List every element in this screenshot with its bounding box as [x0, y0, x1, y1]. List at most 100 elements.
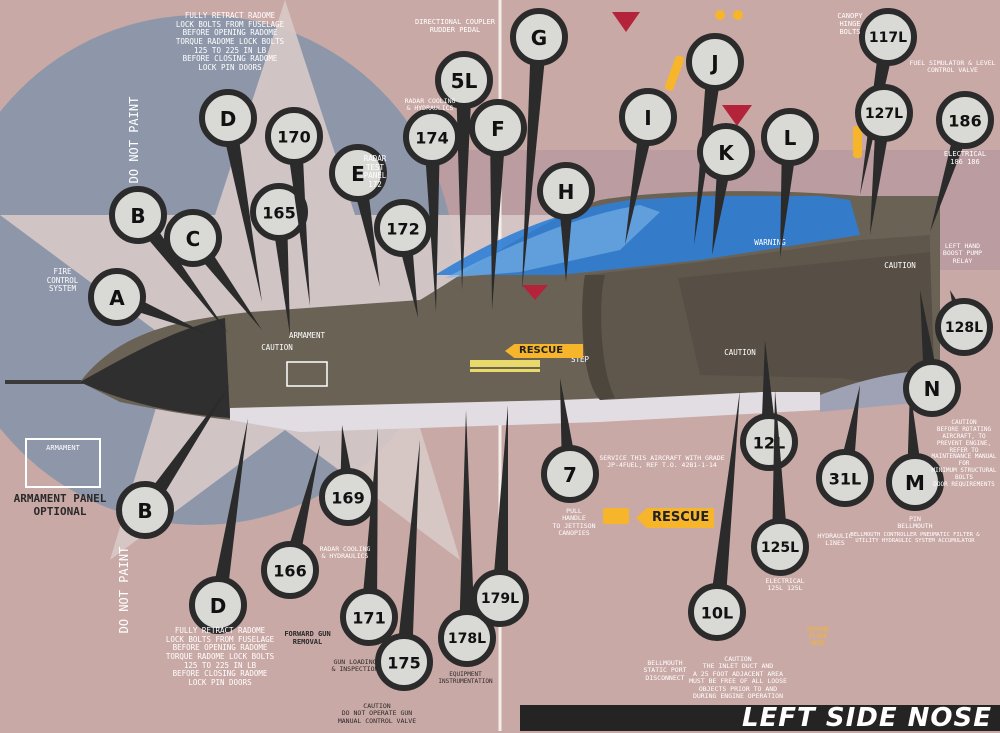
pin-bellmouth-text: PIN BELLMOUTH — [897, 515, 933, 531]
callout-pointer — [424, 136, 440, 312]
callout-pointer — [625, 115, 656, 245]
callout-bubble — [374, 199, 432, 257]
callout-label: A — [109, 286, 125, 310]
callout-label: 10L — [701, 604, 733, 623]
callout-label: 5L — [451, 69, 478, 93]
service-aircraft-text: SERVICE THIS AIRCRAFT WITH GRADE JP-4FUE… — [599, 454, 725, 470]
d-top-text: FULLY RETRACT RADOME LOCK BOLTS FROM FUS… — [175, 11, 285, 72]
callout-pointer — [709, 390, 740, 613]
caution-n-text: CAUTION BEFORE ROTATING AIRCRAFT, TO PRE… — [931, 419, 997, 489]
callout-bubble — [816, 449, 874, 507]
do-not-paint-bottom: DO NOT PAINT — [117, 546, 131, 634]
callout-bubble — [265, 107, 323, 165]
callout-bubble — [116, 481, 174, 539]
callout-bubble — [510, 8, 568, 66]
callout-bubble — [261, 541, 319, 599]
callout-label: 179L — [481, 591, 519, 607]
callout-pointer — [492, 405, 508, 599]
callout-pointer — [396, 440, 420, 663]
callout-bubble — [903, 359, 961, 417]
callout-bubble — [935, 298, 993, 356]
callout-bubble — [936, 91, 994, 149]
callout-bubble — [88, 268, 146, 326]
bellmouth-controller-text: BELLMOUTH CONTROLLER PNEUMATIC FILTER & … — [850, 532, 980, 545]
callout-bubble — [199, 89, 257, 147]
callout-bubble — [761, 108, 819, 166]
callout-bubble — [619, 88, 677, 146]
callout-pointer — [282, 445, 320, 572]
radar-cooling-text: RADAR COOLING & HYDRAULICS — [319, 545, 371, 561]
callout-bubble — [740, 413, 798, 471]
jettison-handle-icon — [603, 508, 629, 524]
callout-label: 171 — [352, 609, 385, 628]
callout-label: 7 — [563, 463, 577, 487]
pull-handle-text: PULL HANDLE TO JETTISON CANOPIES — [552, 507, 596, 538]
callout-bubble — [109, 186, 167, 244]
callout-bubble — [164, 209, 222, 267]
callout-label: H — [558, 180, 575, 204]
callout-bubble — [537, 162, 595, 220]
danger-markers — [612, 10, 862, 158]
caution-175-text: CAUTION DO NOT OPERATE GUN MANUAL CONTRO… — [337, 702, 417, 725]
callout-pointer — [271, 211, 290, 335]
callout-pointer — [772, 390, 788, 548]
callout-label: 165 — [262, 204, 295, 223]
callout-pointer — [459, 410, 475, 639]
title-banner: LEFT SIDE NOSE — [520, 705, 1000, 731]
callout-bubble — [859, 8, 917, 66]
callout-label: 170 — [277, 128, 310, 147]
callout-bubble — [438, 609, 496, 667]
gun-loading-text: GUN LOADING & INSPECTION — [331, 658, 379, 674]
callout-bubble — [855, 84, 913, 142]
callout-label: J — [709, 51, 718, 75]
rescue-label-large: RESCUE — [652, 510, 710, 525]
callout-label: B — [137, 499, 152, 523]
callout-label: 31L — [829, 470, 861, 489]
callout-label: C — [186, 227, 201, 251]
boost-pump-text: LEFT HAND BOOST PUMP RELAY — [942, 242, 983, 265]
rescue-label: RESCUE — [519, 345, 564, 356]
callout-label: 125L — [761, 540, 799, 556]
fuel-simulator-text: FUEL SIMULATOR & LEVEL CONTROL VALVE — [909, 59, 996, 75]
callout-label: 175 — [387, 654, 420, 673]
fire-control-text: FIRE CONTROL SYSTEM — [46, 267, 79, 294]
callout-bubble — [541, 445, 599, 503]
callout-label: 127L — [865, 106, 903, 122]
svg-text:CAUTION: CAUTION — [884, 261, 916, 270]
callout-label: M — [905, 471, 925, 495]
svg-text:WARNING: WARNING — [754, 238, 786, 247]
callout-label: K — [718, 141, 735, 165]
callout-label: E — [351, 162, 365, 186]
callout-label: 12L — [753, 434, 785, 453]
callout-label: D — [220, 107, 237, 131]
callout-bubble — [688, 583, 746, 641]
callout-label: 174 — [415, 129, 448, 148]
ground-here-text: GROUND PLANE HERE — [807, 626, 829, 647]
callout-label: G — [531, 26, 547, 50]
callout-label: 178L — [448, 631, 486, 647]
callout-label: F — [491, 117, 505, 141]
callout-pointer — [361, 428, 378, 618]
callout-bubble — [189, 576, 247, 634]
fuselage-stencils: CAUTION ARMAMENT CAUTION CAUTION WARNING… — [261, 238, 916, 364]
callout-label: 186 — [948, 112, 981, 131]
svg-text:CAUTION: CAUTION — [724, 348, 756, 357]
callout-pointer — [286, 135, 310, 306]
callout-pointer — [870, 112, 892, 235]
rescue-arrow-fuselage: RESCUE — [505, 344, 583, 358]
armament-panel-optional-text: ARMAMENT PANEL OPTIONAL — [13, 492, 107, 518]
forward-gun-removal-text: FORWARD GUN REMOVAL — [284, 630, 331, 647]
hydraulic-lines-text: HYDRAULIC LINES — [817, 532, 853, 548]
callout-label: L — [784, 126, 797, 150]
armament-panel-box-label: ARMAMENT — [46, 444, 80, 452]
callout-pointer — [210, 418, 248, 607]
rescue-arrow-large: RESCUE — [636, 508, 714, 528]
callout-label: I — [644, 106, 651, 130]
callout-bubble — [329, 144, 387, 202]
d-bottom-text: FULLY RETRACT RADOME LOCK BOLTS FROM FUS… — [165, 626, 275, 687]
canopy-hinge-text: CANOPY HINGE BOLTS — [837, 12, 863, 37]
callout-label: B — [130, 204, 145, 228]
callout-layer: ABBCDDEFGHIJKLMN75L10L12L31L117L125L127L… — [88, 8, 994, 691]
radar-test-panel-text: RADAR TEST PANEL 172 — [363, 154, 387, 189]
